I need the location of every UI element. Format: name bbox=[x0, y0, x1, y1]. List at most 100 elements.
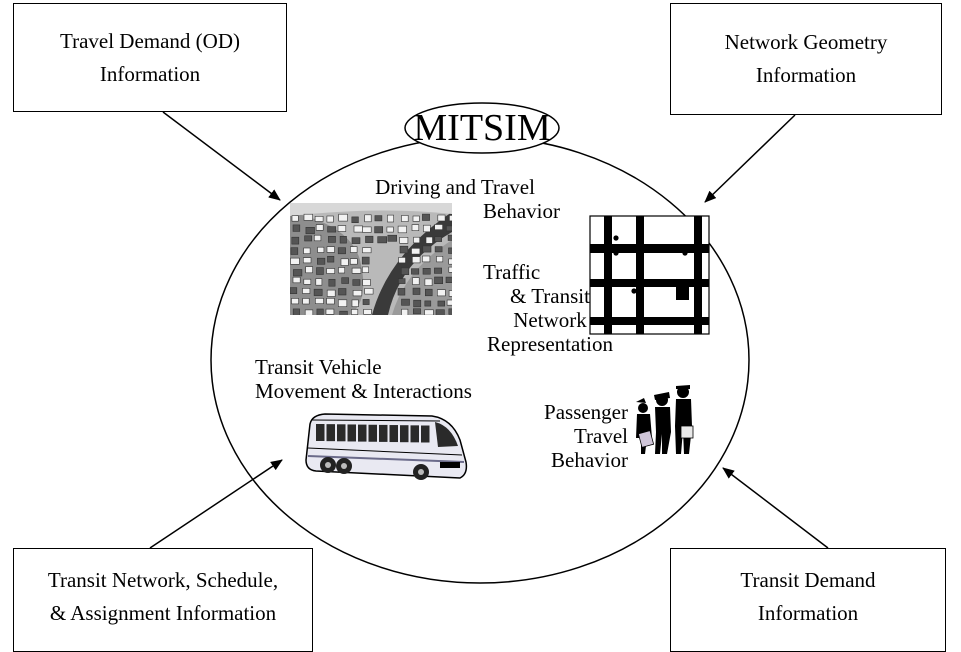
car-shape bbox=[448, 266, 452, 273]
car-shape bbox=[374, 226, 384, 234]
car-shape bbox=[377, 236, 388, 244]
traffic-jam-photo bbox=[290, 203, 452, 315]
car-shape bbox=[327, 255, 335, 263]
car-shape bbox=[449, 215, 452, 222]
mitsim-title-ellipse bbox=[404, 102, 560, 154]
car-shape bbox=[315, 224, 324, 231]
bus-window bbox=[326, 424, 335, 442]
bus-window bbox=[358, 424, 367, 442]
driving-behavior-label: Driving and Travel Behavior bbox=[350, 175, 560, 223]
car-shape bbox=[339, 310, 348, 315]
car-shape bbox=[337, 247, 346, 255]
car-shape bbox=[365, 235, 374, 243]
car-shape bbox=[448, 290, 452, 297]
car-shape bbox=[422, 245, 432, 253]
car-shape bbox=[292, 224, 301, 232]
car-shape bbox=[387, 234, 397, 242]
car-shape bbox=[434, 236, 442, 242]
car-shape bbox=[422, 267, 431, 275]
transit-vehicle-label: Transit Vehicle Movement & Interactions bbox=[255, 355, 505, 403]
car-shape bbox=[327, 226, 337, 233]
network-geometry-line-1: Network Geometry bbox=[724, 30, 888, 54]
car-shape bbox=[401, 298, 410, 306]
transit-demand-line-1: Transit Demand bbox=[740, 568, 876, 592]
car-shape bbox=[361, 256, 370, 265]
traffic-network-line-1: Traffic bbox=[483, 260, 541, 284]
car-shape bbox=[291, 236, 300, 245]
traffic-network-line-3: Network bbox=[513, 308, 587, 332]
car-shape bbox=[350, 246, 358, 253]
car-shape bbox=[326, 215, 334, 223]
car-shape bbox=[411, 224, 420, 231]
bus-window bbox=[368, 424, 377, 442]
car-shape bbox=[424, 300, 432, 307]
car-shape bbox=[436, 289, 446, 297]
bus-window bbox=[379, 424, 388, 442]
car-shape bbox=[315, 297, 324, 304]
car-shape bbox=[351, 267, 362, 274]
bus-clipart bbox=[305, 413, 468, 480]
passenger-behavior-label: Passenger Travel Behavior bbox=[520, 400, 628, 472]
car-shape bbox=[313, 234, 322, 242]
arrow-travel-demand bbox=[162, 111, 281, 201]
car-shape bbox=[412, 277, 420, 285]
transit-demand-line-2: Information bbox=[757, 601, 859, 625]
street-grid-map bbox=[589, 215, 710, 335]
car-shape bbox=[446, 299, 452, 306]
bus-window bbox=[316, 424, 325, 441]
car-shape bbox=[328, 236, 336, 243]
car-shape bbox=[326, 246, 335, 253]
car-shape bbox=[436, 255, 444, 263]
car-shape bbox=[290, 257, 300, 265]
bus-window bbox=[410, 425, 419, 443]
car-shape bbox=[326, 268, 336, 274]
car-shape bbox=[413, 236, 420, 244]
car-shape bbox=[387, 214, 394, 223]
car-shape bbox=[291, 215, 299, 222]
car-shape bbox=[412, 287, 421, 295]
car-shape bbox=[351, 299, 359, 307]
car-shape bbox=[293, 269, 303, 277]
car-shape bbox=[316, 257, 326, 265]
car-shape bbox=[315, 278, 323, 286]
car-shape bbox=[290, 287, 298, 295]
car-shape bbox=[292, 308, 300, 315]
passenger-line-2: Travel bbox=[573, 424, 628, 448]
car-shape bbox=[412, 215, 420, 222]
traffic-network-line-4: Representation bbox=[487, 332, 613, 356]
transit-vehicle-line-2: Movement & Interactions bbox=[255, 379, 472, 403]
car-shape bbox=[361, 266, 369, 273]
arrow-transit-demand bbox=[722, 467, 829, 549]
car-shape bbox=[352, 290, 363, 297]
mitsim-title: MITSIM bbox=[413, 107, 551, 149]
car-shape bbox=[425, 236, 433, 244]
car-shape bbox=[434, 224, 443, 230]
car-shape bbox=[292, 276, 301, 284]
travel-demand-line-1: Travel Demand (OD) bbox=[59, 28, 241, 53]
car-shape bbox=[351, 216, 359, 223]
car-shape bbox=[351, 237, 361, 244]
car-shape bbox=[397, 225, 407, 234]
travel-demand-line-2: Information bbox=[99, 61, 201, 86]
arrow-network-geometry bbox=[704, 114, 796, 203]
car-shape bbox=[326, 289, 336, 297]
car-shape bbox=[362, 279, 371, 286]
network-geometry-box: Network Geometry Information bbox=[670, 3, 942, 115]
car-shape bbox=[302, 298, 310, 305]
car-shape bbox=[411, 268, 420, 275]
car-shape bbox=[316, 308, 324, 315]
car-shape bbox=[326, 297, 335, 305]
car-shape bbox=[445, 276, 452, 284]
passenger-line-3: Behavior bbox=[551, 448, 628, 472]
car-shape bbox=[303, 213, 313, 221]
car-shape bbox=[316, 267, 324, 275]
transit-demand-box: Transit Demand Information bbox=[670, 548, 946, 652]
car-shape bbox=[398, 257, 406, 264]
car-shape bbox=[412, 308, 421, 315]
car-shape bbox=[400, 267, 410, 275]
car-shape bbox=[399, 245, 409, 254]
car-shape bbox=[338, 288, 347, 296]
transit-network-line-1: Transit Network, Schedule, bbox=[47, 568, 279, 592]
car-shape bbox=[337, 299, 348, 307]
car-shape bbox=[411, 248, 421, 255]
